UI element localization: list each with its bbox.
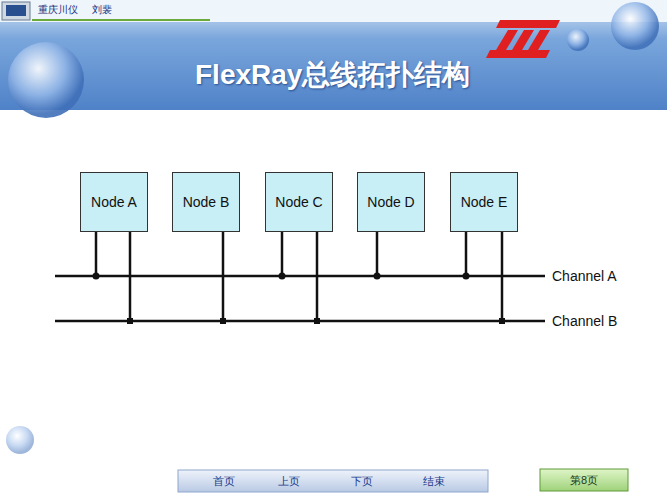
bubble [611, 2, 659, 50]
page-number: 第8页 [570, 473, 598, 488]
node-box: Node B [172, 172, 240, 232]
nav-button: 结束 [423, 474, 445, 489]
monitor-icon [2, 2, 30, 20]
slide-title: FlexRay总线拓扑结构 [195, 56, 470, 94]
nav-button: 上页 [278, 474, 300, 489]
company-logo [486, 20, 560, 58]
bubble [567, 29, 589, 51]
node-label: Node B [183, 194, 230, 210]
bubble [8, 42, 84, 118]
bubble [6, 426, 34, 454]
node-label: Node C [275, 194, 322, 210]
node-label: Node E [461, 194, 508, 210]
channel-label: Channel A [552, 268, 617, 284]
bus-junctions [93, 273, 506, 325]
title-band [0, 0, 667, 110]
bus-wiring [55, 232, 545, 321]
top-strip [0, 0, 667, 22]
nav-button: 下页 [351, 474, 373, 489]
node-label: Node A [91, 194, 137, 210]
node-box: Node C [265, 172, 333, 232]
node-box: Node E [450, 172, 518, 232]
channel-label: Channel B [552, 313, 617, 329]
header-author: 刘裴 [92, 3, 112, 17]
node-box: Node D [357, 172, 425, 232]
monitor-screen [6, 5, 26, 16]
nav-bar [178, 470, 488, 492]
green-rule [32, 19, 210, 21]
header-company: 重庆川仪 [38, 3, 78, 17]
nav-button: 首页 [213, 474, 235, 489]
node-box: Node A [80, 172, 148, 232]
node-label: Node D [367, 194, 414, 210]
page-box [540, 469, 628, 491]
channel-a-bus [55, 275, 545, 278]
